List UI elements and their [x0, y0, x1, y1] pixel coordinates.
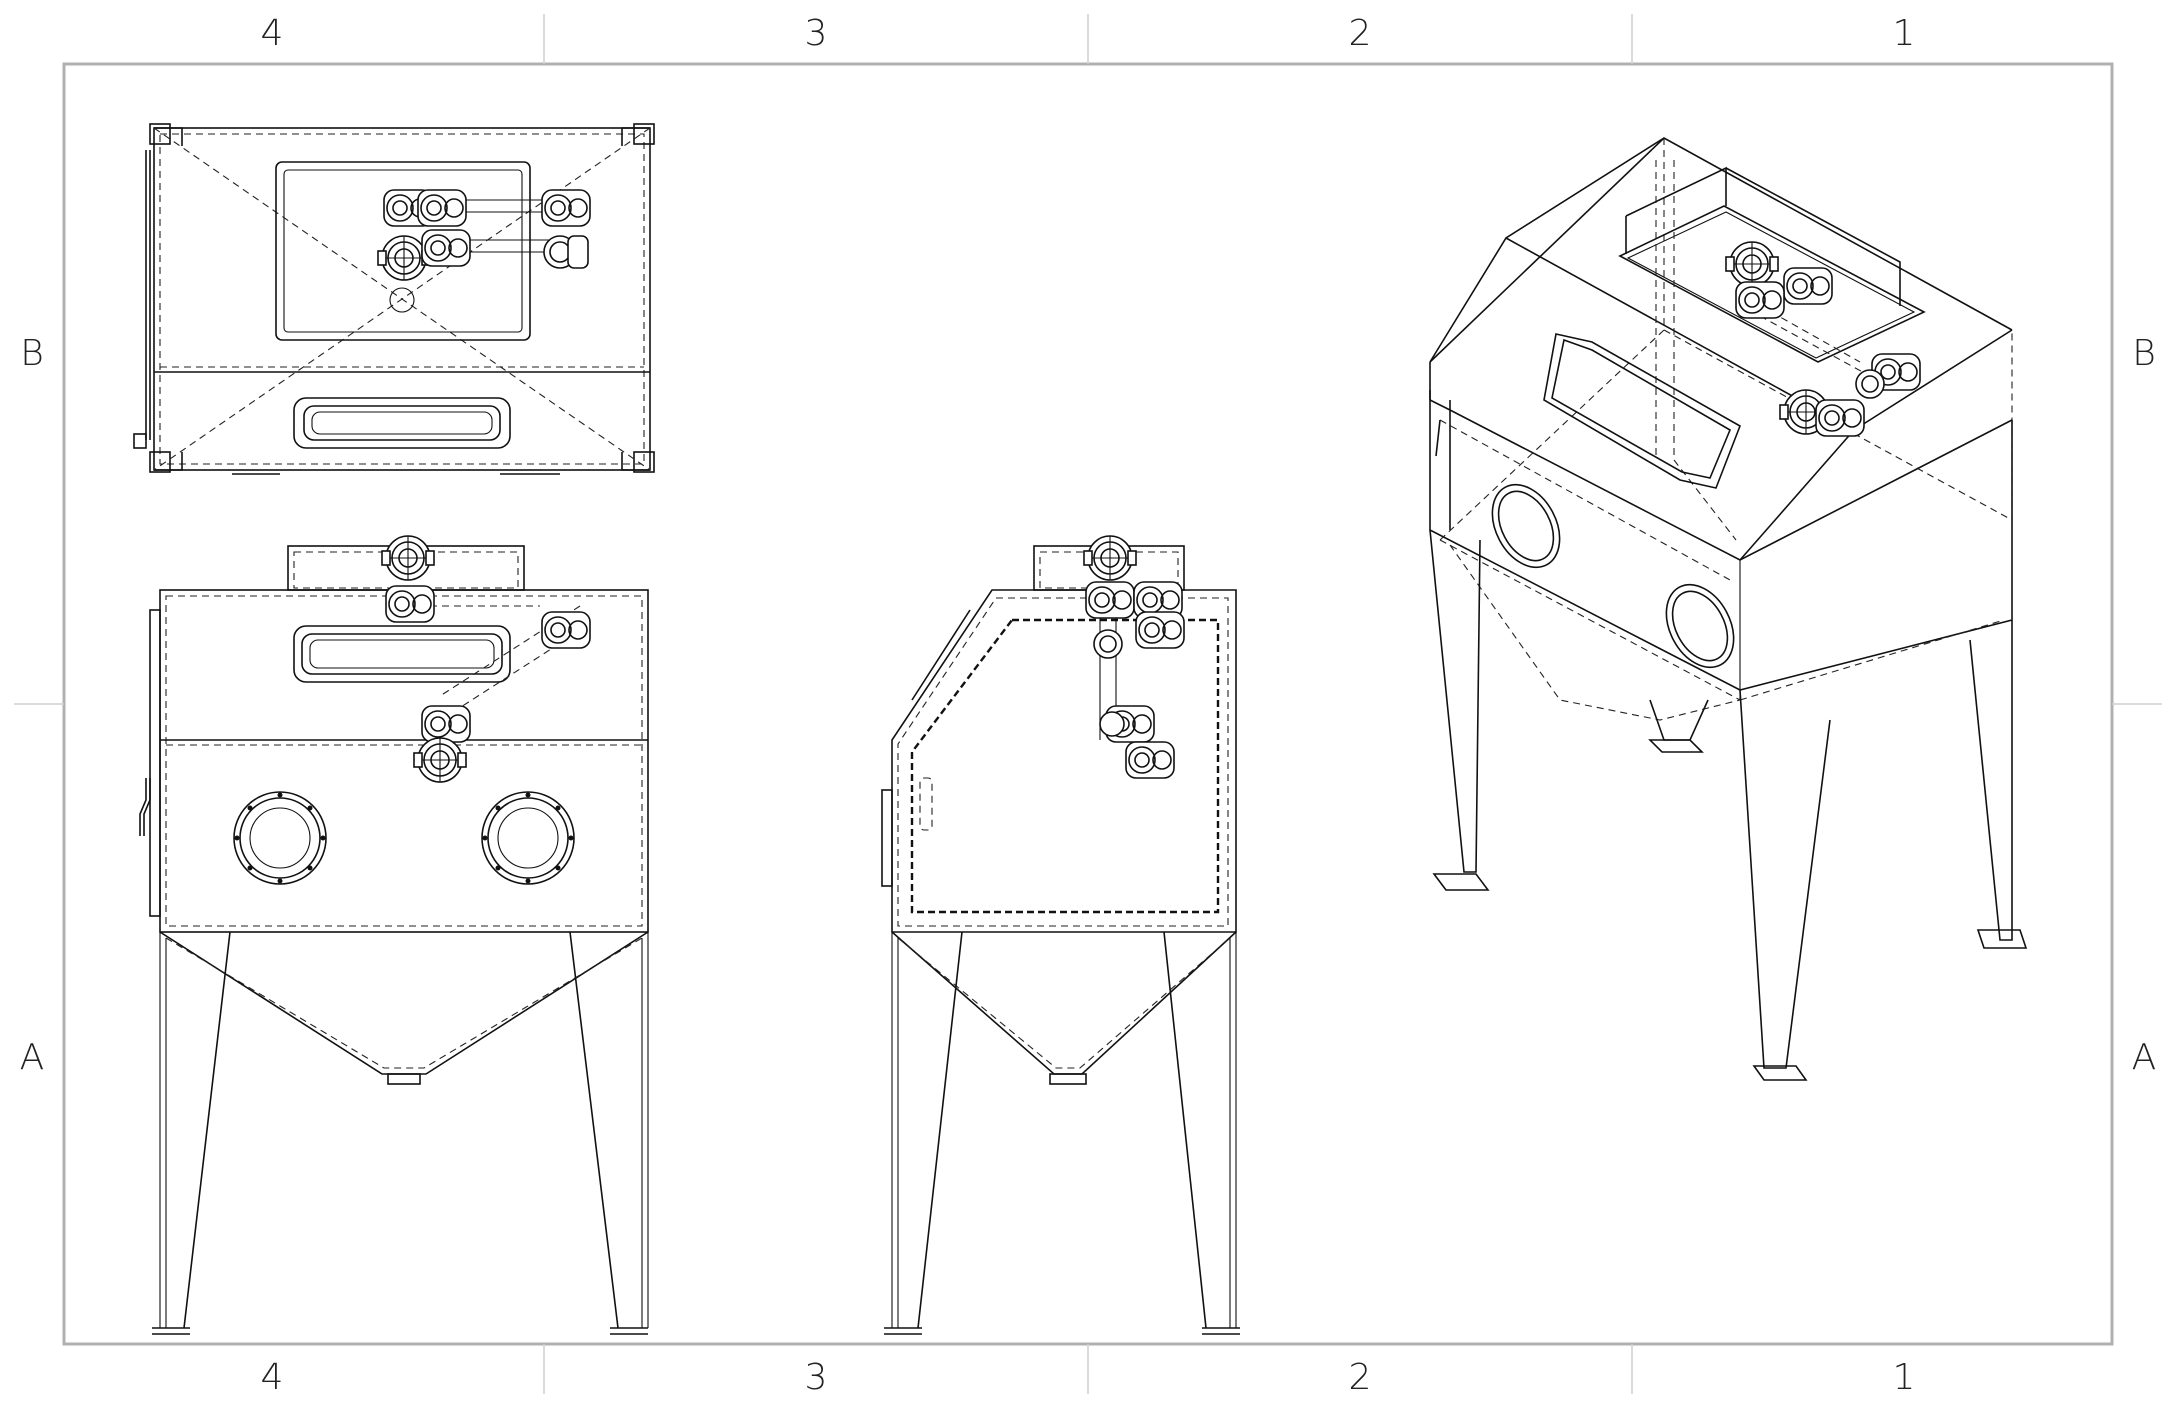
isometric-view: [1429, 137, 2028, 1081]
zone-row-label-right: A: [2131, 1037, 2157, 1078]
zone-col-label-top: 3: [804, 13, 828, 54]
zone-col-label-bottom: 1: [1892, 1357, 1916, 1398]
zone-col-label-bottom: 4: [260, 1357, 284, 1398]
zone-row-label-left: A: [19, 1037, 45, 1078]
front-view: [139, 535, 649, 1335]
top-view: [133, 123, 655, 475]
zone-row-label-left: B: [20, 333, 44, 374]
zone-row-label-right: B: [2132, 333, 2156, 374]
zone-col-label-top: 1: [1892, 13, 1916, 54]
side-view: [881, 535, 1240, 1335]
zone-col-label-bottom: 3: [804, 1357, 828, 1398]
zone-col-label-top: 2: [1348, 13, 1372, 54]
zone-col-label-top: 4: [260, 13, 284, 54]
sheet-frame: [14, 14, 2162, 1394]
zone-col-label-bottom: 2: [1348, 1357, 1372, 1398]
